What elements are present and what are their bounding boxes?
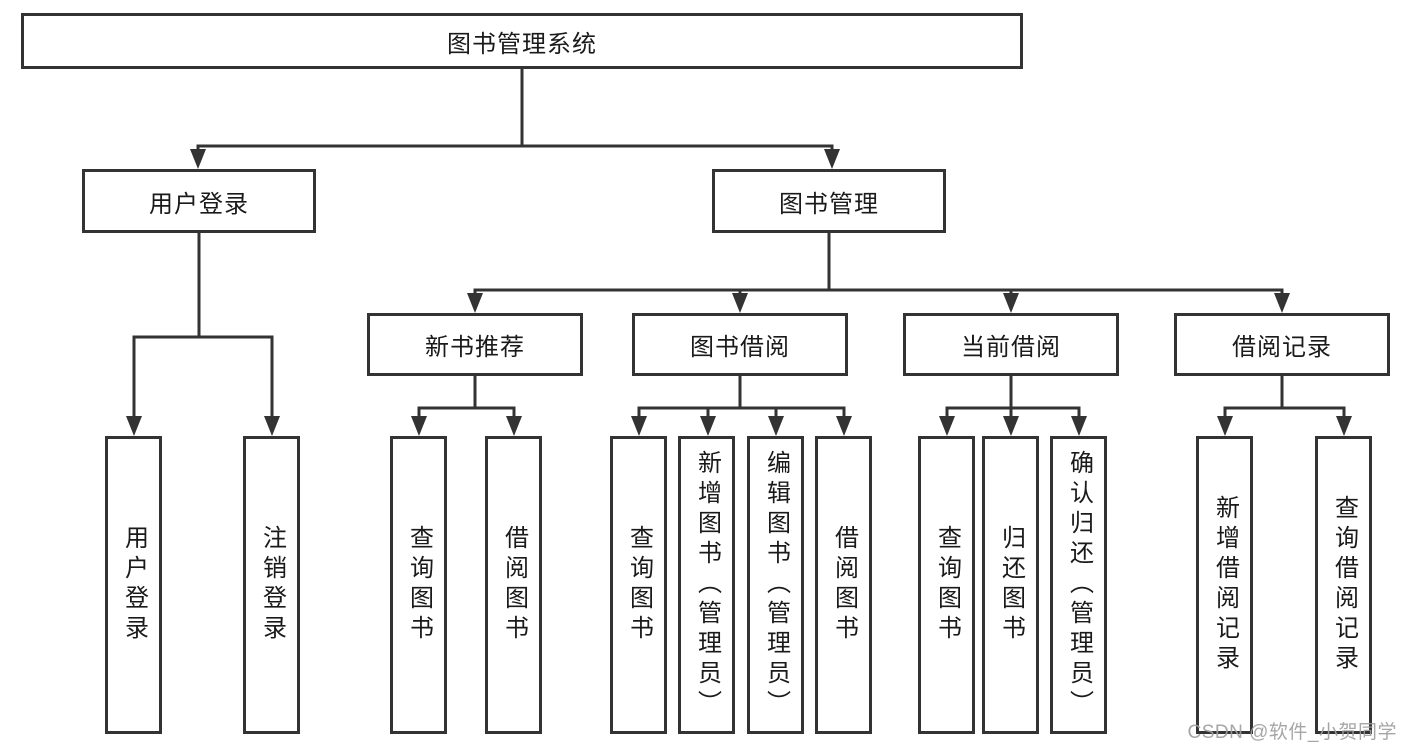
connector-user-login-to-leaves	[126, 230, 280, 436]
leaf-query-books-borrow-label: 查询图书	[625, 525, 653, 645]
leaf-add-borrow-record-label: 新增借阅记录	[1211, 495, 1239, 675]
leaf-user-login-label: 用户登录	[120, 525, 148, 645]
leaf-add-borrow-record: 新增借阅记录	[1196, 436, 1253, 734]
node-user-login-branch-label: 用户登录	[149, 190, 249, 218]
node-current-borrow: 当前借阅	[903, 313, 1119, 376]
node-new-book-recommend-label: 新书推荐	[425, 334, 525, 361]
node-new-book-recommend: 新书推荐	[367, 313, 583, 376]
leaf-query-books-recommend-label: 查询图书	[405, 525, 433, 645]
leaf-confirm-return-admin: 确认归还（管理员）	[1050, 436, 1107, 734]
leaf-borrow-books-recommend-label: 借阅图书	[500, 525, 528, 645]
leaf-logout-label: 注销登录	[258, 525, 286, 645]
connector-book-borrow-to-leaves	[631, 374, 852, 436]
node-current-borrow-label: 当前借阅	[961, 334, 1061, 361]
leaf-add-book-admin: 新增图书（管理员）	[678, 436, 735, 734]
leaf-query-borrow-record: 查询借阅记录	[1315, 436, 1372, 734]
leaf-borrow-books-borrow: 借阅图书	[815, 436, 872, 734]
leaf-user-login: 用户登录	[105, 436, 162, 734]
node-book-management: 图书管理	[712, 169, 946, 233]
leaf-add-book-admin-label: 新增图书（管理员）	[693, 450, 721, 720]
node-book-borrow-label: 图书借阅	[690, 334, 790, 361]
connector-new-book-recommend-to-leaves	[411, 374, 522, 436]
leaf-query-books-current: 查询图书	[918, 436, 975, 734]
node-book-borrow: 图书借阅	[632, 313, 848, 376]
leaf-query-books-recommend: 查询图书	[390, 436, 447, 734]
leaf-return-book-label: 归还图书	[997, 525, 1025, 645]
connector-book-management-to-level3	[467, 230, 1290, 313]
leaf-borrow-books-borrow-label: 借阅图书	[830, 525, 858, 645]
node-borrow-records-label: 借阅记录	[1232, 334, 1332, 361]
leaf-query-borrow-record-label: 查询借阅记录	[1330, 495, 1358, 675]
leaf-query-books-current-label: 查询图书	[933, 525, 961, 645]
node-root: 图书管理系统	[21, 13, 1023, 69]
node-root-label: 图书管理系统	[447, 30, 597, 58]
node-user-login-branch: 用户登录	[82, 169, 316, 233]
csdn-watermark: CSDN @软件_小贺同学	[1187, 722, 1397, 743]
leaf-confirm-return-admin-label: 确认归还（管理员）	[1065, 450, 1093, 720]
leaf-return-book: 归还图书	[982, 436, 1039, 734]
leaf-borrow-books-recommend: 借阅图书	[485, 436, 542, 734]
connector-borrow-records-to-leaves	[1217, 374, 1352, 436]
leaf-logout: 注销登录	[243, 436, 300, 734]
connector-root-to-level2	[190, 66, 840, 169]
leaf-query-books-borrow: 查询图书	[610, 436, 667, 734]
connector-current-borrow-to-leaves	[939, 374, 1087, 436]
node-book-management-label: 图书管理	[779, 190, 879, 218]
node-borrow-records: 借阅记录	[1174, 313, 1390, 376]
leaf-edit-book-admin-label: 编辑图书（管理员）	[762, 450, 790, 720]
leaf-edit-book-admin: 编辑图书（管理员）	[747, 436, 804, 734]
